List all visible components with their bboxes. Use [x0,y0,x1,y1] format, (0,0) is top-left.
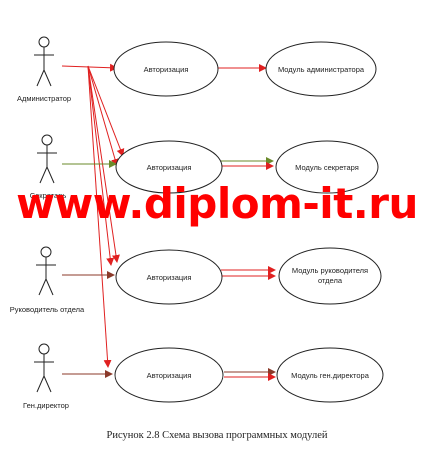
usecase-auth-2-label: Авторизация [147,163,192,172]
usecase-module-dept-head: Модуль руководителя отдела [278,247,382,305]
usecase-auth-1: Авторизация [113,41,219,97]
usecase-auth-3-label: Авторизация [147,273,192,282]
actor-head [38,36,50,48]
actor-label-gen-director: Ген.директор [23,401,69,410]
usecase-module-gen-director-label: Модуль ген.директора [291,371,370,380]
usecase-auth-2: Авторизация [115,140,223,194]
usecase-module-dept-head-label-line1: Модуль руководителя [292,266,368,275]
watermark-text: www.diplom-it.ru [16,179,418,228]
usecase-module-gen-director: Модуль ген.директора [276,347,384,403]
usecase-module-secretary: Модуль секретаря [275,140,379,194]
connectors [61,63,276,381]
actor-head [40,246,52,258]
connector-admin-extra-2 [87,65,115,266]
usecase-auth-4: Авторизация [114,347,224,403]
actor-label-dept-head: Руководитель отдела [10,305,85,314]
connector-admin-extra-1 [87,65,119,167]
figure-caption: Рисунок 2.8 Схема вызова программных мод… [106,430,328,441]
usecase-module-admin: Модуль администратора [265,41,377,97]
usecase-module-dept-head-label-line2: отдела [318,276,343,285]
usecase-auth-1-label: Авторизация [144,65,189,74]
connector-admin-auth2 [87,65,125,157]
actor-head [41,134,53,146]
actor-label-secretary: Секретарь [30,191,67,200]
connector-admin-auth1 [61,63,118,72]
actor-secretary [37,134,57,184]
usecase-auth-4-label: Авторизация [147,371,192,380]
actor-label-admin: Администратор [17,94,71,103]
actor-head [38,343,50,355]
actor-dept-head [36,246,56,296]
usecase-auth-3: Авторизация [115,249,223,305]
actor-admin [34,36,54,87]
usecase-module-admin-label: Модуль администратора [278,65,365,74]
actor-gen-director [34,343,54,393]
usecase-module-secretary-label: Модуль секретаря [295,163,359,172]
connector-admin-auth4 [87,65,112,368]
